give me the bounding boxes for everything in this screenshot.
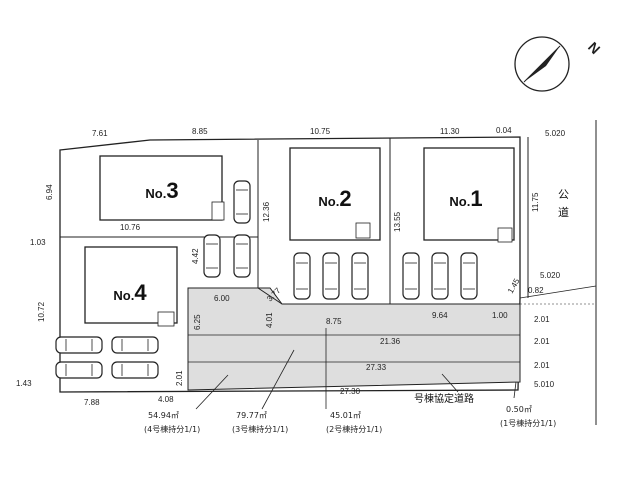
dim-road-left-a: 4.08 (158, 395, 174, 404)
dim-left-3: 10.72 (37, 301, 46, 322)
dim-lot3-right: 12.36 (262, 201, 271, 222)
dim-left-4: 1.43 (16, 379, 32, 388)
dim-right-small-4: 2.01 (534, 361, 550, 370)
dim-lot3-bottom: 10.76 (120, 223, 141, 232)
building-lot4 (84, 246, 178, 324)
car-icon (233, 180, 251, 224)
building-lot3 (99, 155, 223, 221)
share-lot1-area: 0.50㎡ (506, 405, 532, 414)
dim-lot1-right: 11.75 (531, 192, 540, 212)
dim-top-5: 0.04 (496, 126, 512, 135)
dim-road-row2: 27.33 (366, 363, 387, 372)
share-lot2-area: 45.01㎡ (330, 411, 361, 420)
dim-right-small-1: 0.82 (528, 286, 544, 295)
compass: N (514, 36, 604, 92)
dim-lot2-front: 8.75 (326, 317, 342, 326)
dim-right-small-2: 2.01 (534, 315, 550, 324)
parked-cars (55, 180, 478, 379)
dim-lot4-parking: 4.42 (191, 248, 200, 264)
lot4-label: No.4 (113, 280, 147, 305)
car-windows (65, 189, 475, 376)
dim-top-6: 5.020 (545, 129, 566, 138)
car-icon (460, 252, 478, 300)
share-lot2-note: (2号棟持分1/1) (326, 424, 382, 434)
dim-right-bottom: 5.010 (534, 380, 555, 389)
compass-north-label: N (585, 39, 603, 57)
dim-lot4-right: 6.25 (193, 314, 202, 330)
car-icon (293, 252, 311, 300)
leader-lines (195, 328, 517, 410)
lot1-entry (497, 227, 513, 243)
dim-road-left-b: 2.01 (175, 370, 184, 386)
lot3-label: No.3 (145, 178, 178, 203)
dim-road-row1: 21.36 (380, 337, 401, 346)
dim-lot1-front-right: 1.00 (492, 311, 508, 320)
dim-lot2-right: 13.55 (393, 211, 402, 232)
share-lot3-area: 79.77㎡ (236, 411, 267, 420)
car-icon (55, 361, 103, 379)
car-icon (55, 336, 103, 354)
dim-lot4-top: 6.00 (214, 294, 230, 303)
car-icon (203, 234, 221, 278)
lot3-entry (211, 201, 225, 221)
lot1-label: No.1 (449, 186, 482, 211)
dim-road-row3: 27.30 (340, 387, 361, 396)
dim-bottom-left: 7.88 (84, 398, 100, 407)
lot2-entry (355, 222, 371, 239)
share-lot4-area: 54.94㎡ (148, 411, 179, 420)
share-lot4-note: (4号棟持分1/1) (144, 424, 200, 434)
share-lot1-note: (1号棟持分1/1) (500, 418, 556, 428)
lot2-corner (257, 287, 283, 305)
public-road-char2: 道 (558, 205, 569, 219)
dim-top-4: 11.30 (440, 127, 460, 136)
shared-road-area (187, 287, 521, 391)
car-icon (431, 252, 449, 300)
dim-right-block: 5.020 (540, 271, 561, 280)
dim-top-2: 8.85 (192, 127, 208, 136)
dim-top-3: 10.75 (310, 127, 331, 136)
dim-left-2: 1.03 (30, 238, 46, 247)
car-icon (351, 252, 369, 300)
dim-left-1: 6.94 (45, 184, 54, 200)
dim-right-small-3: 2.01 (534, 337, 550, 346)
car-icon (111, 336, 159, 354)
lot4-entry (157, 311, 175, 327)
dim-top-1: 7.61 (92, 129, 108, 138)
share-lot3-note: (3号棟持分1/1) (232, 424, 288, 434)
lot2-label: No.2 (318, 186, 351, 211)
building-lot1 (423, 147, 515, 241)
right-tick-a (519, 285, 597, 299)
car-icon (233, 234, 251, 278)
public-road-char1: 公 (558, 188, 569, 201)
dim-corner-b: 4.01 (265, 312, 274, 328)
car-icon (402, 252, 420, 300)
road-agreement-label: 号棟協定道路 (414, 392, 474, 405)
car-icon (111, 361, 159, 379)
dim-lot1-front: 9.64 (432, 311, 448, 320)
compass-axis (523, 45, 561, 83)
car-icon (322, 252, 340, 300)
